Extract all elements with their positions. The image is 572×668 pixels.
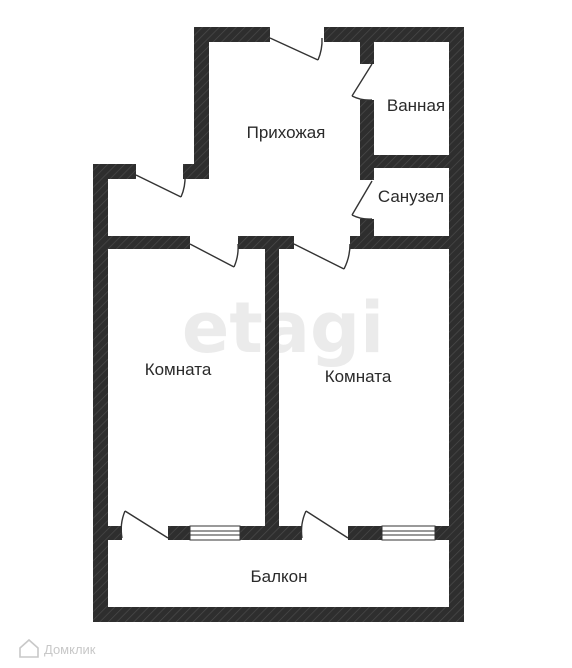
watermark: etagi	[182, 287, 384, 369]
wall-balcony-e	[435, 526, 449, 540]
door-room-right	[293, 243, 351, 270]
house-icon	[19, 638, 39, 658]
wall-corridor-c	[350, 236, 449, 249]
corner-brand-text: Домклик	[44, 642, 96, 657]
wall-bath-left-mid	[360, 100, 374, 180]
wall-upper-left	[194, 27, 209, 179]
wall-outer-left	[93, 164, 108, 622]
label-balcony: Балкон	[250, 567, 307, 586]
door-balcony-left	[120, 510, 169, 539]
windows	[189, 525, 436, 541]
wall-step-top-right	[183, 164, 209, 179]
label-room-left: Комната	[145, 360, 212, 379]
wall-balcony-d	[348, 526, 382, 540]
wall-corridor-b	[238, 236, 294, 249]
label-bathroom: Ванная	[387, 96, 445, 115]
label-hallway: Прихожая	[247, 123, 326, 142]
wall-outer-bottom	[93, 607, 464, 622]
wall-bath-toilet	[374, 155, 449, 168]
wall-bath-left-top	[360, 42, 374, 64]
walls	[93, 27, 464, 622]
doors	[120, 37, 373, 539]
wall-balcony-a	[108, 526, 122, 540]
door-balcony-right	[300, 510, 349, 539]
wall-balcony-c	[240, 526, 302, 540]
door-bathroom	[351, 63, 373, 101]
door-corridor-left	[135, 174, 186, 198]
wall-balcony-b	[168, 526, 190, 540]
label-toilet: Санузел	[378, 187, 444, 206]
wall-top-upper-right	[324, 27, 464, 42]
window-right	[381, 525, 436, 541]
window-left	[189, 525, 241, 541]
label-room-right: Комната	[325, 367, 392, 386]
wall-outer-right	[449, 27, 464, 622]
door-toilet	[351, 180, 373, 220]
wall-between-rooms	[265, 249, 279, 526]
corner-brand: Домклик	[19, 638, 96, 658]
door-room-left	[189, 243, 239, 268]
wall-bath-left-low	[360, 219, 374, 236]
wall-corridor-a	[108, 236, 190, 249]
door-entrance	[269, 37, 323, 61]
wall-top-upper-left	[194, 27, 270, 42]
